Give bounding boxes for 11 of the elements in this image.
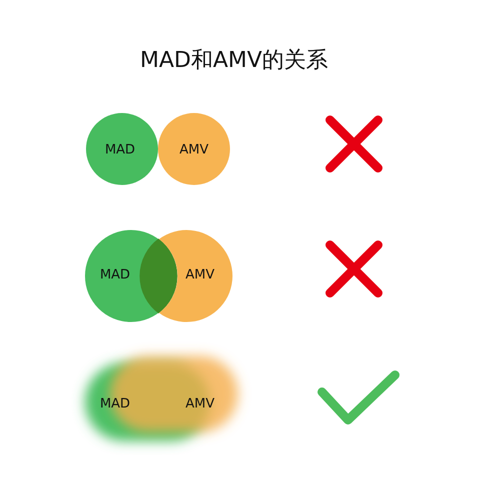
circle [86,113,158,185]
circle-label: MAD [100,268,130,282]
circle-label: MAD [104,144,136,156]
blob-label: AMV [186,398,214,410]
circle [158,113,230,185]
crescent-label: AMV [186,268,214,282]
title: MAD和AMV的关系 [140,48,328,74]
circle-label: AMV [180,144,208,156]
circle [85,230,177,322]
crescent [158,230,232,322]
blob-label: MAD [100,398,130,410]
